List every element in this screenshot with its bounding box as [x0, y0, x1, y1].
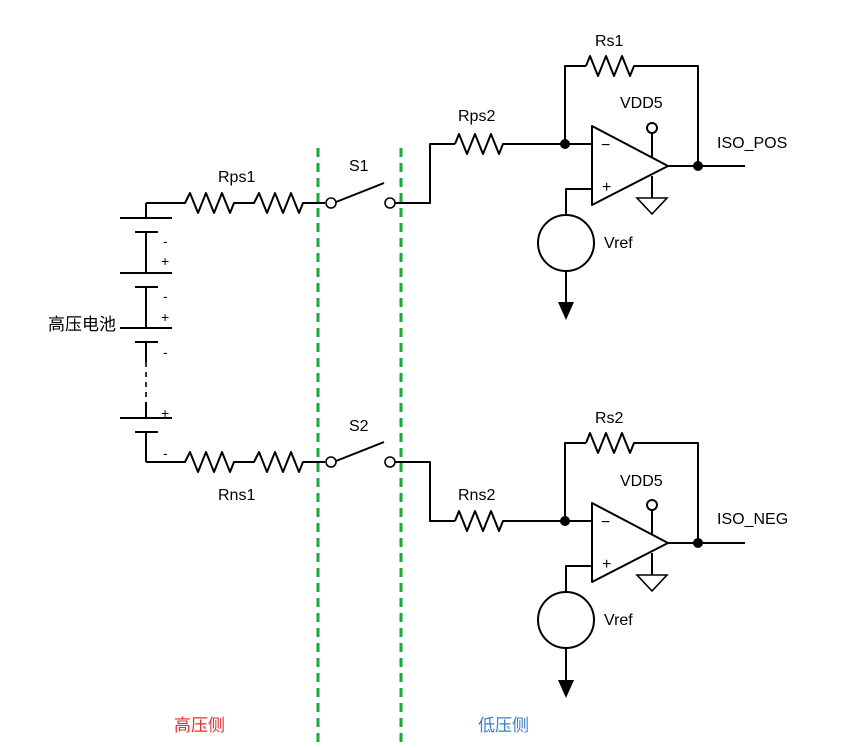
rs1-loop-wire: [564, 65, 586, 144]
batt-minus-4: -: [163, 445, 168, 461]
rs1-resistor: [585, 55, 699, 166]
opamp-bottom-plus: +: [602, 556, 611, 573]
arrow-down-bottom-icon: [558, 680, 574, 698]
batt-minus-3: -: [163, 344, 168, 360]
junction-top-output: [693, 161, 703, 171]
rps1-resistor: [180, 192, 325, 214]
opamp-top: [591, 125, 669, 206]
rps1-label: Rps1: [218, 169, 255, 186]
vref-top-wire: [565, 188, 592, 215]
rns2-wire: [395, 461, 455, 522]
rs2-loop-wire: [564, 442, 586, 521]
iso-neg-label: ISO_NEG: [717, 511, 788, 528]
battery-stack: [120, 202, 180, 463]
s1-contact-right: [384, 197, 396, 209]
opamp-top-minus: −: [601, 137, 610, 154]
rns1-label: Rns1: [218, 487, 255, 504]
batt-plus-4: +: [161, 405, 169, 421]
batt-minus-1: -: [163, 233, 168, 249]
batt-plus-2: +: [161, 309, 169, 325]
s2-contact-left: [325, 456, 337, 468]
s2-contact-right: [384, 456, 396, 468]
s2-switch-blade: [335, 441, 385, 462]
s1-contact-left: [325, 197, 337, 209]
vref-top-source: [537, 214, 595, 272]
vdd5-bottom-label: VDD5: [620, 473, 663, 490]
opamp-top-plus: +: [602, 179, 611, 196]
vdd5-top-terminal: [646, 122, 658, 134]
rs1-label: Rs1: [595, 33, 624, 50]
vref-top-label: Vref: [604, 235, 633, 252]
opamp-bottom: [591, 502, 669, 583]
rs2-label: Rs2: [595, 410, 624, 427]
vref-bottom-source: [537, 591, 595, 649]
batt-plus-1: +: [161, 253, 169, 269]
low-side-label: 低压侧: [478, 716, 529, 736]
opamp-bottom-minus: −: [601, 514, 610, 531]
rns1-resistor: [180, 451, 325, 473]
iso-pos-label: ISO_POS: [717, 135, 787, 152]
battery-label: 高压电池: [48, 315, 116, 335]
junction-bottom-output: [693, 538, 703, 548]
rns2-resistor: [454, 510, 565, 532]
vdd5-bottom-terminal: [646, 499, 658, 511]
vdd5-top-label: VDD5: [620, 95, 663, 112]
vref-bottom-label: Vref: [604, 612, 633, 629]
ground-top-icon: [635, 197, 669, 216]
batt-minus-2: -: [163, 288, 168, 304]
rs2-resistor: [585, 432, 699, 543]
rns2-label: Rns2: [458, 487, 495, 504]
ground-bottom-icon: [635, 574, 669, 593]
rps2-wire: [395, 143, 455, 204]
s1-label: S1: [349, 158, 369, 175]
high-side-label: 高压侧: [174, 716, 225, 736]
arrow-down-top-icon: [558, 302, 574, 320]
rps2-label: Rps2: [458, 108, 495, 125]
s1-switch-blade: [335, 182, 385, 203]
vref-bottom-wire: [565, 565, 592, 592]
s2-label: S2: [349, 418, 369, 435]
rps2-resistor: [454, 133, 565, 155]
